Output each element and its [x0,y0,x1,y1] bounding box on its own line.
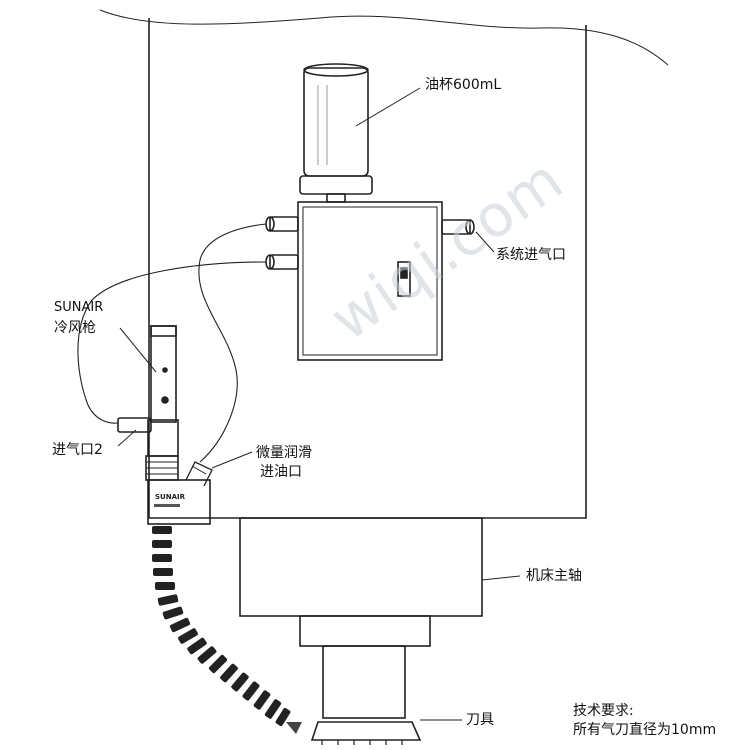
spindle-collar [299,615,431,647]
label-oil-cup: 油杯600mL [425,77,502,93]
machine-body-break-line [99,9,669,66]
tool-holder [322,645,406,719]
label-cold-air-gun: 冷风枪 [54,320,96,336]
cutter [310,721,422,741]
oil-cup [303,67,369,177]
oil-cup-top [303,63,369,77]
box-fitting-right [441,219,471,235]
oil-inlet-fitting [185,461,213,487]
oil-cup-base [299,175,373,195]
label-micro-lubrication: 微量润滑 [256,445,312,461]
air-hose-upper [198,223,267,463]
label-cutter: 刀具 [466,712,494,728]
coolant-hose [152,526,291,726]
label-oil-inlet: 进油口 [260,464,302,480]
box-fitting-bottom-left [269,254,299,270]
cutter-teeth [321,740,403,745]
label-machine-spindle: 机床主轴 [526,568,582,584]
gun-inlet-fitting [117,417,152,433]
oil-cup-stem [326,193,346,203]
box-fitting-top-left [269,216,299,232]
tech-requirements-title: 技术要求: [573,703,634,719]
lubrication-box [297,201,443,361]
tech-requirements-text: 所有气刀直径为10mm [573,722,717,738]
label-system-air-inlet: 系统进气口 [496,247,566,263]
label-air-inlet-2: 进气口2 [52,442,103,458]
sight-window [397,261,411,297]
machine-spindle [239,517,483,617]
leader-lines [117,87,521,721]
label-brand-name: SUNAIR [54,300,104,315]
oil-cup-highlight [317,85,328,165]
hose-tip [286,722,302,734]
gun-nozzle-block [147,479,211,525]
cold-air-gun-body [150,325,177,423]
device-marking: SUNAIR [155,493,186,501]
gun-valve-block [147,419,179,457]
air-hose-lower [77,261,267,424]
